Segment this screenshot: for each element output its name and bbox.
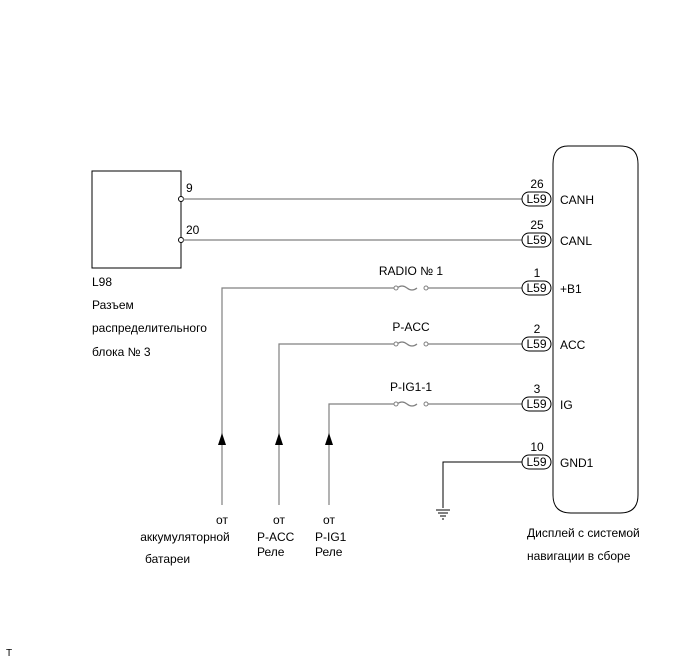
pin-number: 1 (534, 266, 541, 280)
pin-number: 26 (530, 177, 544, 191)
footer-mark: T (6, 648, 12, 659)
source-battery-line1: от (216, 513, 228, 527)
display-unit-box (552, 145, 639, 514)
source-pig1-line2: P-IG1 (315, 530, 347, 544)
fuse-radio-symbol (396, 285, 418, 291)
pin-9-label: 9 (186, 181, 193, 195)
fuse-radio-label: RADIO № 1 (379, 264, 444, 278)
connector-name-line1: Разъем (92, 298, 134, 312)
connector-l59-pin (521, 191, 552, 207)
connector-l59-pin (521, 336, 552, 352)
pin-number: 10 (530, 440, 544, 454)
source-pig1-line3: Реле (315, 545, 343, 559)
pin-signal: ACC (560, 338, 586, 352)
wire-ig-left (328, 403, 395, 505)
source-pig1-line1: от (323, 513, 335, 527)
arrow-up-icon (275, 433, 283, 445)
unit-name-line2: навигации в сборе (527, 549, 631, 563)
connector-code-l98: L98 (92, 275, 112, 289)
pin-20-label: 20 (186, 223, 200, 237)
fuse-pacc-symbol (396, 341, 418, 347)
wire-b1-left (221, 287, 395, 505)
connector-code-l59: L59 (526, 337, 546, 351)
connector-code-l59: L59 (526, 281, 546, 295)
connector-name-line3: блока № 3 (92, 345, 151, 359)
fuse-pacc-label: P-ACC (392, 320, 430, 334)
connector-l59-pin (521, 280, 552, 296)
pin-number: 2 (534, 322, 541, 336)
pin-9-terminal (178, 196, 184, 202)
connector-code-l59: L59 (526, 233, 546, 247)
connector-l59-pin (521, 454, 552, 470)
pin-signal: +B1 (560, 282, 582, 296)
wire-acc-left (278, 343, 395, 505)
ground-icon (436, 509, 450, 520)
connector-code-l59: L59 (526, 455, 546, 469)
source-battery-line3: батареи (145, 552, 190, 566)
pin-number: 3 (534, 382, 541, 396)
pin-20-terminal (178, 237, 184, 243)
source-pacc-line1: от (273, 513, 285, 527)
fuse-pig1-label: P-IG1-1 (390, 380, 432, 394)
arrow-up-icon (325, 433, 333, 445)
connector-l98-box (91, 170, 182, 269)
connector-l59-pin (521, 396, 552, 412)
arrow-up-icon (218, 433, 226, 445)
wire-gnd (442, 461, 522, 508)
pin-signal: CANH (560, 193, 594, 207)
connector-name-line2: распределительного (92, 321, 207, 335)
pin-number: 25 (530, 218, 544, 232)
pin-signal: IG (560, 398, 573, 412)
pin-signal: GND1 (560, 456, 594, 470)
source-pacc-line3: Реле (257, 545, 285, 559)
unit-name-line1: Дисплей с системой (527, 526, 640, 540)
fuse-pig1-symbol (396, 401, 418, 407)
pin-signal: CANL (560, 234, 592, 248)
connector-l59-pin (521, 232, 552, 248)
source-pacc-line2: P-ACC (257, 530, 295, 544)
source-battery-line2: аккумуляторной (140, 530, 230, 544)
connector-code-l59: L59 (526, 192, 546, 206)
connector-code-l59: L59 (526, 397, 546, 411)
